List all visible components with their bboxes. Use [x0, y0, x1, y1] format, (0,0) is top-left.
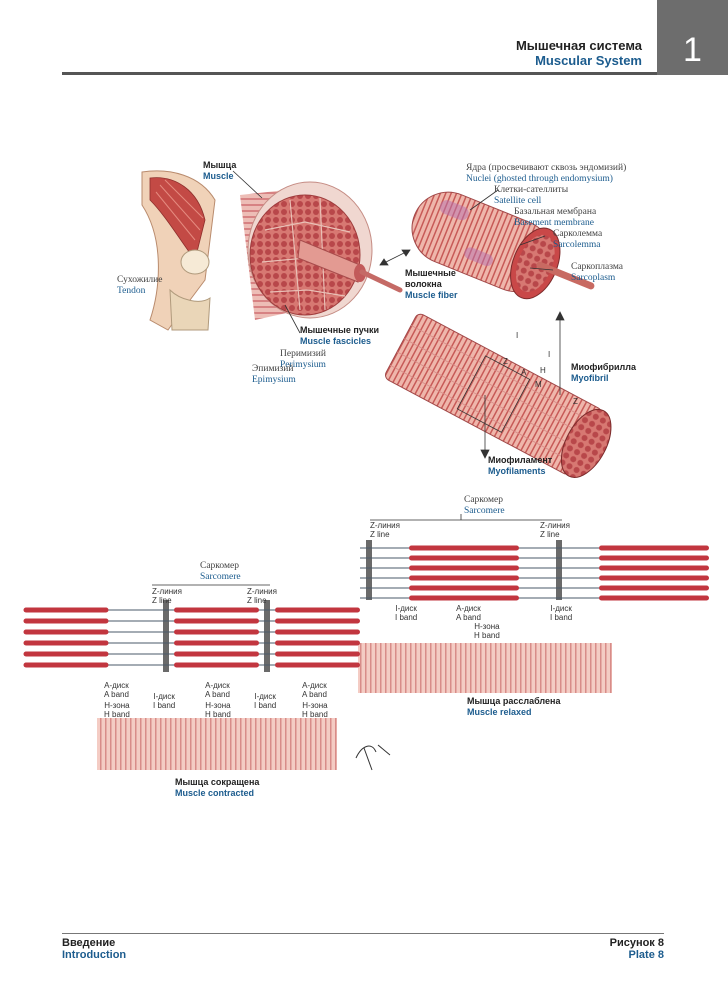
contracted-tissue-strip — [97, 718, 337, 770]
letter-m: M — [535, 380, 542, 389]
thick-filament — [23, 629, 109, 635]
letter-a: A — [521, 368, 527, 377]
contracted-filaments — [23, 607, 360, 668]
thick-filament — [275, 607, 360, 613]
thick-filament — [174, 640, 259, 646]
thick-filament — [275, 662, 360, 668]
thick-filament — [599, 585, 709, 591]
thick-filament — [275, 629, 360, 635]
header-title-en: Muscular System — [535, 53, 642, 68]
letter-i-top: I — [516, 331, 519, 340]
thick-filament — [409, 545, 519, 551]
thick-filament — [174, 629, 259, 635]
relaxed-sarcomere-drawing — [366, 514, 562, 600]
thick-filament — [599, 575, 709, 581]
thick-filament — [174, 618, 259, 624]
footer-plate-ru: Рисунок 8 — [609, 937, 664, 949]
knee-drawing — [141, 170, 216, 331]
thick-filament — [599, 555, 709, 561]
letter-i-right: I — [548, 350, 551, 359]
chapter-tab: 1 — [657, 0, 728, 75]
letter-h: H — [540, 366, 546, 375]
thick-filament — [23, 618, 109, 624]
thick-filament — [599, 545, 709, 551]
thick-filament — [23, 607, 109, 613]
chapter-number: 1 — [683, 31, 702, 69]
thick-filament — [174, 607, 259, 613]
thick-filament — [174, 651, 259, 657]
thick-filament — [409, 585, 519, 591]
header-title-ru: Мышечная система — [515, 38, 642, 53]
thick-filament — [409, 575, 519, 581]
letter-z-left: Z — [503, 357, 508, 366]
thick-filament — [599, 565, 709, 571]
thick-filament — [599, 595, 709, 601]
thick-filament — [275, 640, 360, 646]
muscle-cylinder-drawing — [240, 181, 403, 320]
header-rule — [62, 72, 658, 75]
relaxed-tissue-strip — [358, 643, 612, 693]
thick-filament — [409, 555, 519, 561]
thick-filament — [409, 565, 519, 571]
footer-plate-en: Plate 8 — [628, 949, 664, 961]
thick-filament — [23, 662, 109, 668]
relaxed-filaments — [360, 545, 709, 601]
footer-section-ru: Введение — [62, 937, 116, 949]
thick-filament — [409, 595, 519, 601]
letter-z-right: Z — [573, 397, 578, 406]
footer-section-en: Introduction — [62, 949, 127, 961]
thick-filament — [275, 618, 360, 624]
thick-filament — [174, 662, 259, 668]
artist-signature — [355, 744, 391, 771]
leader-lines — [232, 170, 565, 459]
myofibril-drawing — [385, 313, 612, 478]
thick-filament — [23, 640, 109, 646]
muscle-fiber-drawing — [411, 191, 595, 300]
thick-filament — [23, 651, 109, 657]
footer-rule — [62, 933, 664, 934]
thick-filament — [275, 651, 360, 657]
label-nuclei: Ядра (просвечивают сквозь эндомизий)Nucl… — [466, 163, 627, 184]
contracted-sarcomere-drawing — [152, 584, 270, 672]
